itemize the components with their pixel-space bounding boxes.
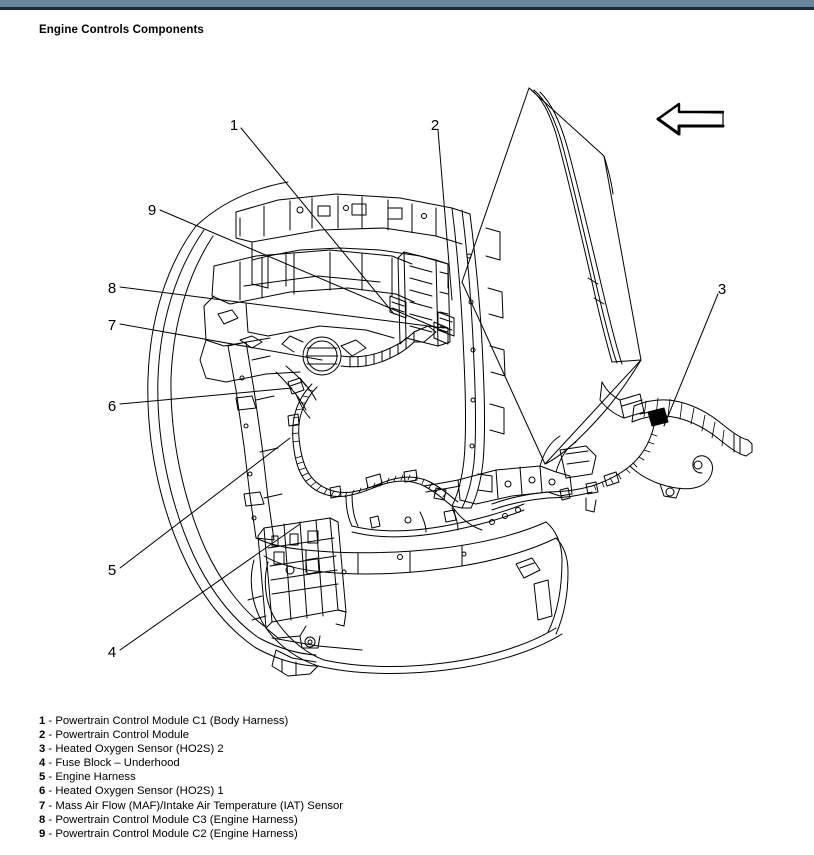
callout-label-7: 7 — [108, 317, 116, 334]
callout-label-1: 1 — [230, 117, 238, 134]
callout-leader-lines — [119, 127, 719, 651]
engine-controls-diagram: 1 2 3 4 5 6 7 8 9 — [0, 60, 814, 700]
forward-direction-arrow — [656, 102, 725, 136]
legend-number: 2 — [39, 729, 46, 742]
heated-oxygen-sensor-1 — [287, 377, 311, 419]
legend-description: Heated Oxygen Sensor (HO2S) 1 — [55, 785, 224, 798]
engine-harness — [287, 383, 461, 527]
leader-line-5 — [119, 437, 291, 569]
legend-description: Powertrain Control Module C3 (Engine Har… — [55, 813, 298, 826]
leader-line-2 — [437, 129, 453, 301]
legend-number: 4 — [39, 757, 46, 770]
leader-line-6 — [119, 387, 293, 405]
right-cowl-rail — [451, 207, 521, 531]
inner-fender-panel — [217, 309, 283, 541]
component-legend: 1 - Powertrain Control Module C1 (Body H… — [39, 714, 739, 841]
window-accent-bar — [0, 0, 814, 7]
lower-harness-run — [351, 503, 525, 538]
wheel-arch-liner — [247, 521, 569, 677]
legend-description: Heated Oxygen Sensor (HO2S) 2 — [55, 743, 224, 756]
legend-item: 3 - Heated Oxygen Sensor (HO2S) 2 — [39, 742, 739, 756]
legend-description: Powertrain Control Module C2 (Engine Har… — [55, 827, 298, 840]
legend-number: 1 — [39, 715, 46, 727]
legend-separator: - — [45, 813, 56, 826]
legend-separator: - — [45, 729, 56, 742]
leader-line-1 — [240, 127, 395, 315]
legend-item: 8 - Powertrain Control Module C3 (Engine… — [39, 813, 739, 827]
pcm-connector-c1 — [389, 295, 407, 319]
leader-line-9 — [159, 209, 447, 333]
leader-line-4 — [119, 523, 301, 651]
legend-separator: - — [45, 785, 56, 798]
legend-description: Fuse Block – Underhood — [55, 757, 180, 770]
callout-label-6: 6 — [108, 398, 116, 415]
windshield-panel — [461, 87, 642, 465]
callout-label-2: 2 — [431, 117, 439, 134]
legend-item: 1 - Powertrain Control Module C1 (Body H… — [39, 714, 739, 728]
legend-item: 7 - Mass Air Flow (MAF)/Intake Air Tempe… — [39, 799, 739, 813]
leader-line-8 — [119, 286, 445, 329]
callout-labels: 1 2 3 4 5 6 7 8 9 — [108, 117, 726, 661]
legend-separator: - — [45, 771, 56, 784]
leader-line-3 — [663, 293, 719, 427]
legend-item: 9 - Powertrain Control Module C2 (Engine… — [39, 827, 739, 841]
callout-label-3: 3 — [718, 281, 726, 298]
diagram-canvas: 1 2 3 4 5 6 7 8 9 — [108, 87, 753, 677]
legend-separator: - — [45, 715, 56, 727]
legend-number: 9 — [39, 827, 46, 840]
callout-label-4: 4 — [108, 644, 116, 661]
legend-item: 2 - Powertrain Control Module — [39, 728, 739, 742]
callout-label-9: 9 — [148, 202, 156, 219]
leader-line-7 — [119, 323, 323, 361]
pcm-connector-c3 — [433, 321, 449, 345]
legend-number: 6 — [39, 785, 46, 798]
callout-label-8: 8 — [108, 280, 116, 297]
front-fender-outline — [147, 181, 319, 667]
page-title: Engine Controls Components — [39, 24, 204, 36]
legend-description: Powertrain Control Module — [55, 729, 190, 742]
legend-number: 3 — [39, 743, 46, 756]
legend-separator: - — [45, 743, 56, 756]
legend-description: Powertrain Control Module C1 (Body Harne… — [55, 715, 289, 727]
window-accent-rule — [0, 7, 814, 10]
legend-number: 8 — [39, 813, 46, 826]
legend-separator: - — [45, 757, 56, 770]
fuse-block-underhood — [257, 517, 347, 649]
legend-separator: - — [45, 799, 56, 812]
engine-intake-assembly — [199, 249, 437, 411]
powertrain-control-module — [397, 251, 451, 347]
legend-item: 4 - Fuse Block – Underhood — [39, 756, 739, 770]
frame-rail-bracket — [457, 435, 597, 505]
legend-item: 5 - Engine Harness — [39, 770, 739, 784]
legend-number: 5 — [39, 771, 46, 784]
legend-number: 7 — [39, 799, 46, 812]
legend-item: 6 - Heated Oxygen Sensor (HO2S) 1 — [39, 784, 739, 798]
legend-description: Mass Air Flow (MAF)/Intake Air Temperatu… — [55, 799, 344, 812]
legend-description: Engine Harness — [55, 771, 136, 784]
legend-separator: - — [45, 827, 56, 840]
cowl-upper-panel — [235, 193, 471, 289]
exhaust-and-ho2s-2 — [491, 381, 753, 513]
callout-label-5: 5 — [108, 562, 116, 579]
